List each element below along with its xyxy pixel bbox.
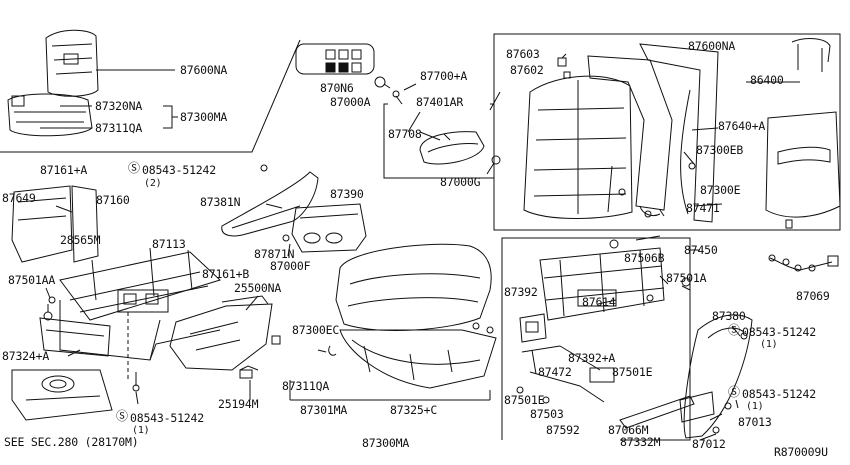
seat-cushion (289, 243, 497, 401)
label-25500NA: 25500NA (234, 281, 282, 295)
color-chip (295, 43, 375, 75)
leader-lines (45, 81, 800, 441)
diagram-code: R870009U (774, 445, 828, 459)
label-87471: 87471 (686, 201, 720, 215)
label-87381N: 87381N (200, 195, 241, 209)
label-87161B: 87161+B (202, 267, 250, 281)
label-87503: 87503 (530, 407, 564, 421)
label-87320NA: 87320NA (95, 99, 143, 113)
label-870N6: 870N6 (320, 81, 354, 95)
bolt-symbol-d: Ⓢ (728, 385, 741, 399)
side-cover-set (169, 295, 281, 379)
label-87390: 87390 (330, 187, 364, 201)
label-87600NA-back: 87600NA (688, 39, 736, 53)
label-87392: 87392 (504, 285, 538, 299)
label-87301MA: 87301MA (300, 403, 348, 417)
qty-08543-51242-d: (1) (746, 401, 764, 412)
label-87614: 87614 (582, 295, 616, 309)
label-87300E: 87300E (700, 183, 741, 197)
label-87332M: 87332M (620, 435, 661, 449)
bolt-symbol-c: Ⓢ (728, 323, 741, 337)
label-87069: 87069 (796, 289, 830, 303)
side-finisher (619, 314, 753, 439)
label-87602: 87602 (510, 63, 544, 77)
label-87013: 87013 (738, 415, 772, 429)
label-28565M: 28565M (60, 233, 101, 247)
label-87161A: 87161+A (40, 163, 88, 177)
label-87401AR: 87401AR (416, 95, 464, 109)
label-87501A: 87501A (666, 271, 707, 285)
label-87380: 87380 (712, 309, 746, 323)
label-87000G: 87000G (440, 175, 481, 189)
label-87603: 87603 (506, 47, 540, 61)
label-87501AA: 87501AA (8, 273, 56, 287)
label-87012: 87012 (692, 437, 726, 451)
label-87501E-left: 87501E (504, 393, 545, 407)
qty-08543-51242-c: (1) (760, 339, 778, 350)
label-87300MA-main: 87300MA (362, 436, 410, 450)
label-87450: 87450 (684, 243, 718, 257)
label-08543-51242-d: 08543-51242 (742, 387, 816, 401)
label-87000F: 87000F (270, 259, 311, 273)
seat-adjuster-assembly (501, 237, 691, 441)
label-87649: 87649 (2, 191, 36, 205)
label-87325C: 87325+C (390, 403, 438, 417)
label-87300EB: 87300EB (696, 143, 744, 157)
label-25194M: 25194M (218, 397, 259, 411)
label-87324A: 87324+A (2, 349, 50, 363)
label-87300MA-inset: 87300MA (180, 110, 228, 124)
console-unit (282, 203, 367, 253)
label-87066M: 87066M (608, 423, 649, 437)
label-87700A: 87700+A (420, 69, 468, 83)
label-87871N: 87871N (254, 247, 295, 261)
label-87311QA-main: 87311QA (282, 379, 330, 393)
label-08543-51242-b: 08543-51242 (130, 411, 204, 425)
label-87506B: 87506B (624, 251, 665, 265)
label-87392A: 87392+A (568, 351, 616, 365)
label-87300EC: 87300EC (292, 323, 340, 337)
label-87708: 87708 (388, 127, 422, 141)
label-87640A: 87640+A (718, 119, 766, 133)
label-87501E-right: 87501E (612, 365, 653, 379)
label-87000A: 87000A (330, 95, 371, 109)
label-87160: 87160 (96, 193, 130, 207)
bolt-symbol-b: Ⓢ (116, 409, 129, 423)
seat-harness (768, 254, 839, 272)
qty-08543-51242-a: (2) (144, 178, 162, 189)
label-87311QA-inset: 87311QA (95, 121, 143, 135)
seat-frame (11, 185, 221, 421)
qty-08543-51242-b: (1) (132, 425, 150, 436)
label-87600NA-inset: 87600NA (180, 63, 228, 77)
bolt-symbol-a: Ⓢ (128, 161, 141, 175)
label-86400: 86400 (750, 73, 784, 87)
seatback-assembly (493, 33, 841, 231)
label-08543-51242-c: 08543-51242 (742, 325, 816, 339)
recliner-cover (221, 164, 319, 237)
label-87113: 87113 (152, 237, 186, 251)
label-08543-51242-a: 08543-51242 (142, 163, 216, 177)
reference-see-section: SEE SEC.280 (28170M) (4, 435, 139, 449)
label-87472: 87472 (538, 365, 572, 379)
label-87592: 87592 (546, 423, 580, 437)
inset-seat-assembly (0, 29, 301, 153)
